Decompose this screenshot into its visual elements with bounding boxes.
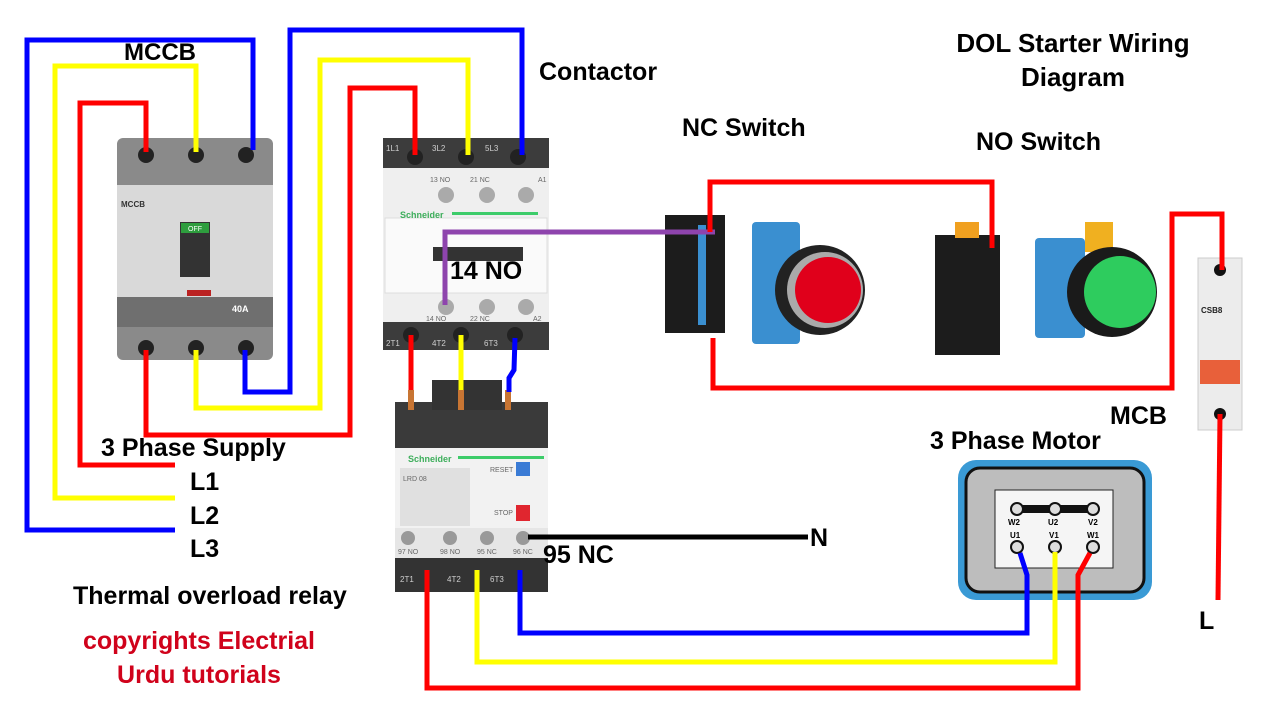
wire-l1-supply [77,100,175,468]
overload-aux-95nc: 95 NC [477,549,497,556]
wires [24,27,1225,691]
nc-red-button[interactable] [795,257,861,323]
overload-brand: Schneider [408,454,452,464]
label-no-switch: NO Switch [976,128,1101,156]
mccb-off-label: OFF [188,226,202,233]
terminal-u2: U2 [1048,518,1059,527]
overload-stop-button[interactable] [516,505,530,521]
overload-terminal-6t3: 6T3 [490,575,504,584]
wire-l2-supply [52,63,199,501]
contactor-aux-14no: 14 NO [426,316,447,323]
terminal-w1: W1 [1087,531,1100,540]
label-l1: L1 [190,468,219,496]
label-live: L [1199,607,1214,635]
wire-l1-mccb-contactor [143,85,418,438]
no-switch[interactable] [935,222,1157,355]
overload-aux-97no: 97 NO [398,549,419,556]
wire-live [1215,413,1223,601]
mcb[interactable]: CSB8 [1197,257,1243,431]
overload-aux-96nc: 96 NC [513,549,533,556]
diagram-title-line2: Diagram [1021,62,1125,92]
label-mccb: MCCB [124,39,196,66]
label-nc-switch: NC Switch [682,114,806,142]
wire-control-14no [442,229,715,305]
contactor: Schneider 1L1 3L2 5L3 13 NO 21 NC A1 14 … [383,138,549,350]
overload-reset-button[interactable] [516,462,530,476]
label-3-phase-motor: 3 Phase Motor [930,427,1101,455]
label-95-nc: 95 NC [543,541,614,569]
label-thermal-overload-relay: Thermal overload relay [73,582,347,610]
wire-l3-contactor-overload [506,337,518,392]
label-l3: L3 [190,535,219,563]
contactor-aux-a2: A2 [533,316,542,323]
label-14-no: 14 NO [450,257,522,285]
label-contactor: Contactor [539,58,657,86]
nc-switch[interactable] [665,215,865,344]
mcb-model-text: CSB8 [1201,306,1223,315]
overload-stop-label: STOP [494,510,513,517]
contactor-aux-a1: A1 [538,177,547,184]
label-l2: L2 [190,502,219,530]
wire-l3-mccb-contactor [242,27,525,395]
mccb-rating-text: 40A [232,304,249,314]
motor-terminal-box: W2 U2 V2 U1 V1 W1 [958,460,1152,600]
overload-reset-label: RESET [490,467,514,474]
terminal-v1: V1 [1049,531,1059,540]
no-green-button[interactable] [1084,256,1156,328]
contactor-terminal-1l1: 1L1 [386,144,400,153]
wire-l2-mccb-contactor [193,57,471,411]
contactor-terminal-5l3: 5L3 [485,144,499,153]
contactor-terminal-2t1: 2T1 [386,339,400,348]
overload-terminal-2t1: 2T1 [400,575,414,584]
diagram-title-line1: DOL Starter Wiring [956,28,1189,58]
wire-control-nc-no [707,179,995,248]
wire-control-nc-mcb [710,211,1225,391]
contactor-aux-21nc: 21 NC [470,177,490,184]
mccb-brand-text: MCCB [121,200,145,209]
contactor-terminal-3l2: 3L2 [432,144,446,153]
terminal-v2: V2 [1088,518,1098,527]
label-3-phase-supply: 3 Phase Supply [101,434,286,462]
contactor-terminal-4t2: 4T2 [432,339,446,348]
contactor-aux-13no: 13 NO [430,177,451,184]
copyright-line1: copyrights Electrial [83,627,315,655]
thermal-overload-relay: Schneider LRD 08 RESET STOP 97 NO 98 NO … [395,380,548,592]
label-neutral: N [810,524,828,552]
wire-motor-w1 [424,551,1093,691]
contactor-aux-22nc: 22 NC [470,316,490,323]
wire-motor-v1 [474,552,1058,665]
terminal-w2: W2 [1008,518,1021,527]
wire-motor-u1 [517,552,1030,636]
wire-l3-supply [24,37,256,533]
label-mcb: MCB [1110,402,1167,430]
copyright-line2: Urdu tutorials [117,661,281,689]
overload-model-text: LRD 08 [403,476,427,483]
overload-aux-98no: 98 NO [440,549,461,556]
contactor-terminal-6t3: 6T3 [484,339,498,348]
overload-terminal-4t2: 4T2 [447,575,461,584]
mccb-breaker: OFF MCCB 40A [117,138,273,360]
terminal-u1: U1 [1010,531,1021,540]
contactor-brand: Schneider [400,210,444,220]
